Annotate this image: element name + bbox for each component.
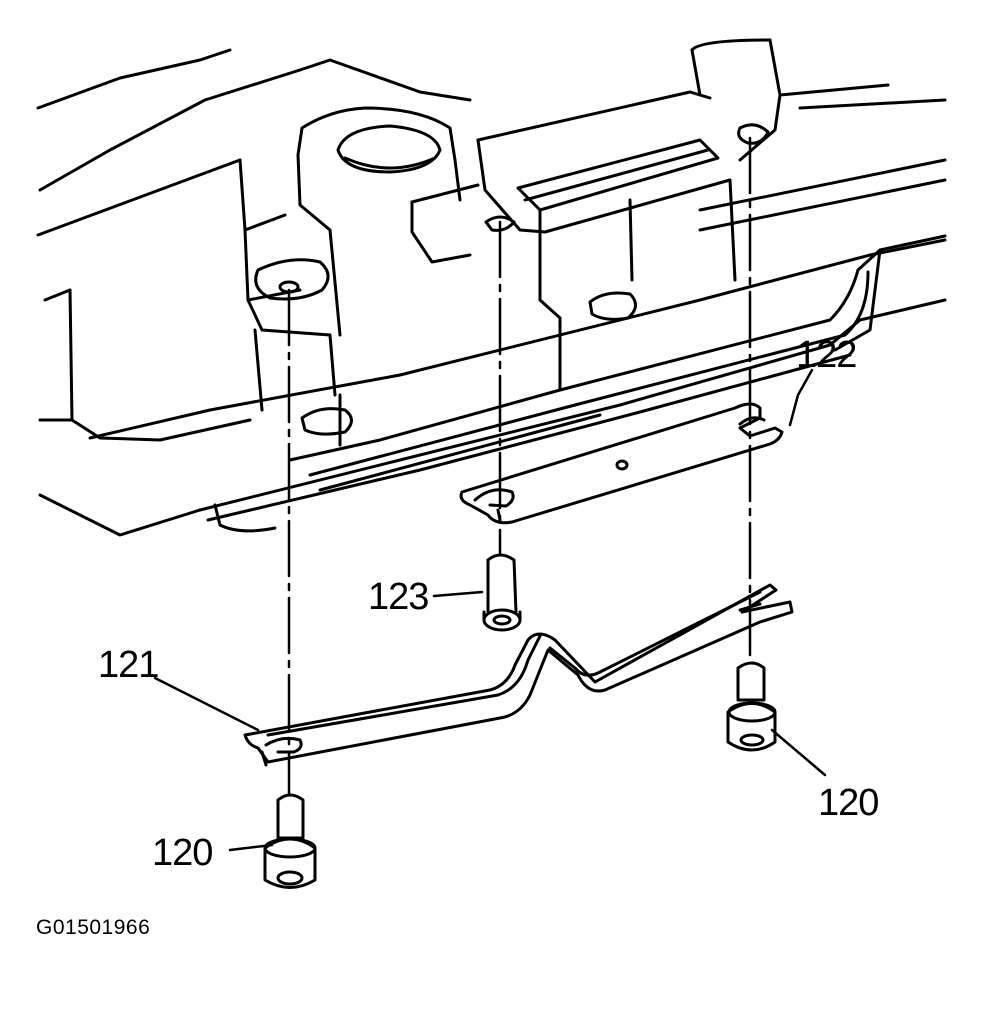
lower-bracket [245, 585, 792, 765]
leader-lines [155, 370, 825, 850]
figure-id: G01501966 [36, 916, 151, 939]
callout-120-right: 120 [818, 782, 879, 824]
callout-120-left: 120 [152, 832, 213, 874]
bolt-120-right [728, 663, 775, 750]
callout-123: 123 [368, 576, 429, 618]
alignment-lines [289, 138, 750, 795]
upper-bracket [461, 404, 782, 523]
bolt-120-left [265, 795, 315, 888]
callout-122: 122 [796, 334, 857, 376]
bolt-123-center [484, 555, 520, 630]
transmission-housing [38, 40, 945, 535]
callout-121: 121 [98, 644, 159, 686]
